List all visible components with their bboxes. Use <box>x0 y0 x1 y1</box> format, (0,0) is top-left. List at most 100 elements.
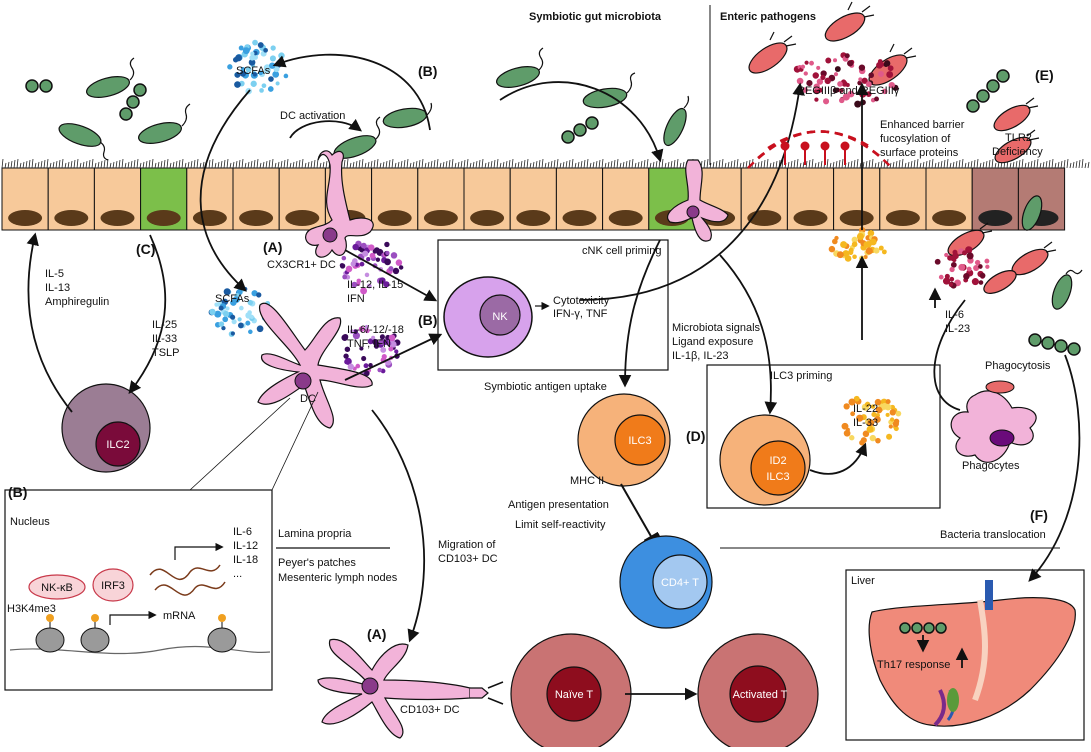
cd103-dc-cell <box>317 638 489 739</box>
regiii-dot <box>886 71 894 79</box>
naive-t-cell <box>510 633 632 752</box>
ligand-exposure-label: Ligand exposure <box>672 336 753 348</box>
il22-dot <box>828 245 836 253</box>
zoom-line-1 <box>189 397 291 491</box>
ilc2-cell <box>61 383 151 473</box>
cx3cr1-dc-cell <box>305 150 374 258</box>
il6-dot <box>947 255 953 261</box>
regiii-dot <box>833 72 839 77</box>
scfa-dot <box>230 299 237 306</box>
cytokine-dot <box>345 265 353 273</box>
ilc3-priming-box <box>706 364 941 509</box>
scfa-dot <box>235 54 242 62</box>
cytokine-dot <box>349 329 355 334</box>
il6-dot <box>965 246 973 254</box>
cell-nucleus <box>239 210 274 226</box>
cytokine-dot <box>389 340 397 348</box>
panel-a-lower-label: (A) <box>367 626 386 642</box>
liver-cocci <box>899 622 947 634</box>
cyt-il6-label: IL-6 <box>233 526 252 538</box>
panel-b-label: (B) <box>418 312 437 328</box>
il22-dot <box>881 249 887 255</box>
scfa-dot <box>248 329 253 335</box>
symbiotic-header: Symbiotic gut microbiota <box>529 11 662 23</box>
scfa-dot <box>272 70 280 78</box>
scfa-dot <box>267 86 274 92</box>
regiii-dot <box>806 80 813 87</box>
nucleosome <box>207 614 237 653</box>
regiii-dot <box>804 60 809 65</box>
pathogen-bacterium <box>993 97 1039 132</box>
scfa-dot <box>234 81 241 88</box>
il22-dot <box>889 417 895 422</box>
inhibition-line <box>620 483 661 545</box>
scfa-dot <box>239 70 246 77</box>
cytokine-dot <box>368 362 373 368</box>
il22-dot <box>842 250 850 257</box>
activated-t-label: Activated T <box>733 689 788 701</box>
scfa-dot <box>252 72 258 77</box>
regiii-dot <box>861 77 868 84</box>
cytokine-dot <box>356 278 362 284</box>
il22-dot <box>848 398 856 406</box>
cytokine-dot <box>368 244 375 251</box>
deficiency-label: Deficiency <box>992 146 1043 158</box>
intraepithelial-dc-cell <box>667 159 729 242</box>
il22-dot <box>866 425 874 433</box>
green-bacterium <box>663 95 690 147</box>
cytokine-dot <box>364 272 370 278</box>
surface-proteins-label: surface proteins <box>880 147 959 159</box>
il22-dot <box>862 430 870 438</box>
th17-label: Th17 response <box>877 659 950 671</box>
regiii-dot <box>858 77 863 82</box>
il23-label: IL-23 <box>945 323 970 335</box>
il6-dot <box>973 264 980 272</box>
cytokine-dot <box>372 338 379 346</box>
tslp-label: TSLP <box>152 347 180 359</box>
cd4t-label: CD4+ T <box>661 577 699 589</box>
scfas-label-lower: SCFAs <box>215 293 250 305</box>
irf3-label: IRF3 <box>101 580 125 592</box>
il6-dot <box>950 262 957 268</box>
cytokine-dot <box>379 277 386 284</box>
il22-dot <box>832 238 838 245</box>
il22-dot <box>871 411 877 418</box>
green-bacterium <box>138 103 191 144</box>
scfa-dot <box>230 331 235 336</box>
cytokine-dot <box>383 281 390 288</box>
il22-dot <box>895 410 902 417</box>
pathogen-bacterium <box>824 1 875 42</box>
scfa-dot <box>239 305 244 311</box>
il22-dot <box>840 241 848 249</box>
panel-b-nucleus-label: (B) <box>8 484 27 500</box>
il22-dot <box>873 247 880 254</box>
il6-dot <box>979 272 986 279</box>
il6-dot <box>958 263 966 271</box>
limit-self-label: Limit self-reactivity <box>515 519 606 531</box>
scfa-dot <box>214 302 219 307</box>
scfa-dot <box>222 310 230 318</box>
il22-dot <box>889 409 896 416</box>
cell-nucleus <box>562 210 597 226</box>
regiii-dot <box>845 82 850 88</box>
cytokine-dot <box>360 242 367 249</box>
cytokine-dot <box>384 241 390 248</box>
cytokine-dot <box>392 267 400 275</box>
regiii-dot <box>834 66 841 72</box>
regiii-dot <box>813 83 820 90</box>
regiii-dot <box>832 58 838 63</box>
dc-to-ilc3-priming-arrow <box>719 254 778 415</box>
id2-label: ID2 <box>769 455 786 467</box>
nucleosome <box>80 614 110 653</box>
cytokine-dot <box>379 334 385 340</box>
il6-dot <box>966 252 974 260</box>
il22-dot <box>878 246 883 251</box>
tlr2-label: TLR2 <box>1005 132 1032 144</box>
cytokine-dot <box>369 252 376 259</box>
regiii-dot <box>823 98 830 105</box>
green-bacterium <box>582 72 636 109</box>
cell-nucleus <box>146 210 181 226</box>
cell-nucleus <box>978 210 1013 226</box>
panel-e-label: (E) <box>1035 67 1054 83</box>
